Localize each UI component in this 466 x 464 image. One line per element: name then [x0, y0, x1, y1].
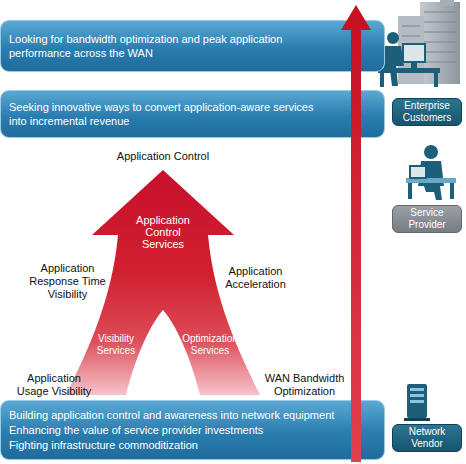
- node-text: Looking for bandwidth optimization and p…: [9, 32, 334, 60]
- role-box: Service Provider: [392, 205, 462, 233]
- audience-band: Seeking innovative ways to convert appli…: [0, 90, 385, 138]
- arrow-shape: [60, 165, 265, 400]
- audience-band: Looking for bandwidth optimization and p…: [0, 20, 385, 72]
- service-label: Application Control Services: [128, 214, 198, 250]
- server-icon: [404, 384, 430, 421]
- node-text: Enhancing the value of service provider …: [9, 423, 376, 438]
- node-text: Service Provider: [397, 207, 457, 231]
- service-label: Optimization Services: [178, 333, 242, 357]
- node-text: Enterprise Customers: [397, 100, 457, 124]
- node-text: Seeking innovative ways to convert appli…: [9, 100, 334, 128]
- person-icon: [378, 32, 440, 87]
- axis-label: Application Response Time Visibility: [25, 262, 110, 301]
- growth-arrow: [341, 5, 371, 462]
- axis-label: Application Acceleration: [218, 265, 293, 291]
- role-box: Network Vendor: [392, 424, 462, 452]
- person-icon: [406, 145, 456, 200]
- node-text: Fighting infrastructure commoditization: [9, 438, 376, 453]
- node-text: Building application control and awarene…: [9, 408, 376, 423]
- service-label: Visibility Services: [90, 333, 142, 357]
- axis-label: WAN Bandwidth Optimization: [262, 372, 347, 398]
- role-box: Enterprise Customers: [392, 98, 462, 126]
- axis-label: Application Control: [108, 150, 218, 163]
- audience-band: Building application control and awarene…: [0, 400, 385, 460]
- arrow-shape: [66, 170, 260, 395]
- service-arrow: Application Control ServicesVisibility S…: [60, 165, 265, 400]
- node-text: Network Vendor: [397, 426, 457, 450]
